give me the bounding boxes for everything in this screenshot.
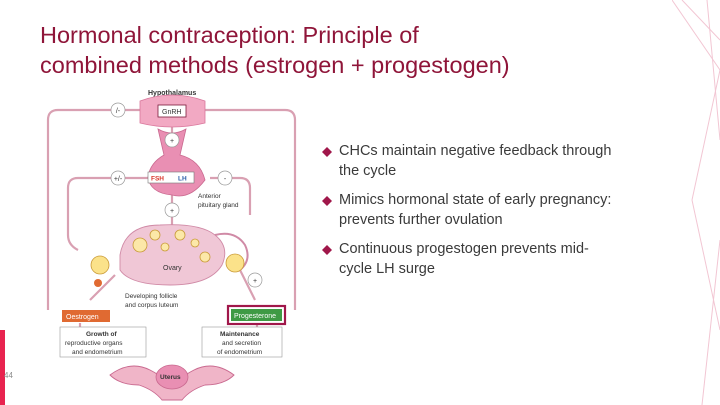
growth-label-2: reproductive organs (65, 340, 123, 347)
bullet-item: CHCs maintain negative feedback through … (322, 142, 612, 181)
hormone-feedback-diagram: Hypothalamus GnRH FSH LH Anterior pituit… (40, 85, 315, 405)
page-number: 44 (4, 371, 13, 380)
fsh-label: FSH (151, 176, 164, 183)
follicle-label-1: Developing follicle (125, 293, 178, 300)
bullet-text: Mimics hormonal state of early pregnancy… (339, 192, 611, 228)
sign-neg-top: /- (116, 108, 121, 115)
anterior-pituitary-label-2: pituitary gland (198, 202, 239, 209)
slide-title-line-2: combined methods (estrogen + progestogen… (40, 50, 600, 80)
slide-title-line-1: Hormonal contraception: Principle of (40, 20, 600, 50)
bullet-item: Mimics hormonal state of early pregnancy… (322, 191, 612, 230)
maintenance-label-2: and secretion (222, 340, 261, 347)
growth-label-1: Growth of (86, 331, 118, 338)
diamond-bullet-icon (322, 245, 332, 255)
anterior-pituitary-label-1: Anterior (198, 193, 222, 200)
left-accent-bar (0, 330, 5, 405)
sign-plus-top: + (170, 138, 174, 145)
maintenance-label-1: Maintenance (220, 331, 260, 338)
lh-label: LH (178, 176, 187, 183)
bullet-list: CHCs maintain negative feedback through … (322, 142, 612, 289)
uterus-label: Uterus (160, 374, 181, 381)
progesterone-label: Progesterone (234, 313, 276, 320)
ovary-to-oestrogen (90, 275, 115, 300)
oestrogen-source-dot (94, 279, 102, 287)
diamond-bullet-icon (322, 147, 332, 157)
slide-title: Hormonal contraception: Principle of com… (40, 20, 600, 80)
growth-label-3: and endometrium (72, 349, 123, 356)
follicle-label-2: and corpus luteum (125, 302, 178, 309)
bullet-text: CHCs maintain negative feedback through … (339, 143, 611, 179)
diamond-bullet-icon (322, 196, 332, 206)
ovary-label: Ovary (163, 265, 182, 272)
oestrogen-label: Oestrogen (66, 314, 99, 321)
sign-mixed: +/- (114, 176, 123, 183)
sign-plus-right: + (253, 278, 257, 285)
gnrh-label: GnRH (162, 109, 181, 116)
corner-decoration (672, 0, 720, 405)
bullet-text: Continuous progestogen prevents mid-cycl… (339, 241, 589, 277)
sign-plus-mid: + (170, 208, 174, 215)
bullet-item: Continuous progestogen prevents mid-cycl… (322, 240, 612, 279)
maintenance-label-3: of endometrium (217, 349, 262, 356)
